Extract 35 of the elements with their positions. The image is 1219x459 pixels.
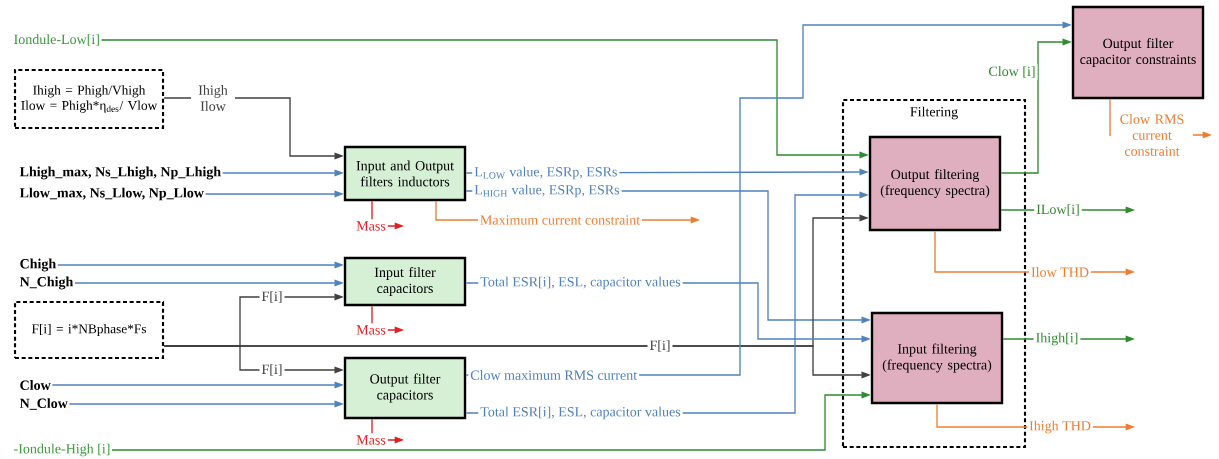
- input-label: Iondule-Low[i]: [14, 34, 99, 46]
- edge-label: Clow maximum RMS current: [468, 368, 640, 382]
- process-box: Output filtering (frequency spectra): [868, 135, 1002, 232]
- edge-label: Total ESR[i], ESL, capacitor values: [478, 274, 683, 292]
- edge-label: Clow RMS current constraint: [1111, 112, 1193, 158]
- process-box: Output filter capacitors: [343, 356, 467, 420]
- edge-label: Mass: [354, 433, 388, 447]
- edge-label: ILow[i]: [1034, 202, 1082, 218]
- edge-label: Mass: [354, 219, 388, 233]
- edge-label: F[i]: [259, 289, 285, 305]
- parameter-label: Clow: [20, 380, 51, 390]
- process-box: Input and Output filters inductors: [343, 145, 467, 202]
- input-label: -Iondule-High [i]: [14, 443, 110, 457]
- formula-box: Ihigh = Phigh/Vhigh Ilow = Phigh*η$_{des}$/ Vlow: [13, 68, 165, 130]
- parameter-label: Chigh: [20, 258, 56, 272]
- parameter-label: Lhigh_max, Ns_Lhigh, Np_Lhigh: [19, 166, 221, 180]
- process-box: Input filter capacitors: [343, 256, 467, 307]
- edge-label: Ihigh Ilow: [191, 83, 235, 113]
- edge-label: Total ESR[i], ESL, capacitor values: [478, 404, 683, 422]
- edge-label: Ihigh THD: [1027, 418, 1093, 436]
- edge-label: Maximum current constraint: [477, 213, 643, 227]
- edge-label: F[i]: [259, 362, 285, 378]
- parameter-label: N_Chigh: [19, 276, 74, 290]
- edge-label: Ihigh[i]: [1033, 330, 1081, 348]
- parameter-label: N_Clow: [19, 398, 68, 410]
- process-box: Input filtering (frequency spectra): [870, 311, 1004, 405]
- edge-label: L$_{LOW}$ value, ESRp, ESRs: [472, 164, 620, 182]
- edge-label: Ilow THD: [1029, 265, 1091, 279]
- process-box: Output filter capacitor constraints: [1071, 5, 1205, 100]
- edge-label: L$_{HIGH}$ value, ESRp, ESRs: [472, 182, 622, 200]
- edge-label: Mass: [354, 323, 388, 337]
- edge-label: F[i]: [647, 338, 673, 354]
- edge-label: Clow [i]: [986, 64, 1038, 80]
- formula-box: F[i] = i*NBphase*Fs: [13, 300, 165, 360]
- parameter-label: Llow_max, Ns_Llow, Np_Llow: [19, 187, 204, 201]
